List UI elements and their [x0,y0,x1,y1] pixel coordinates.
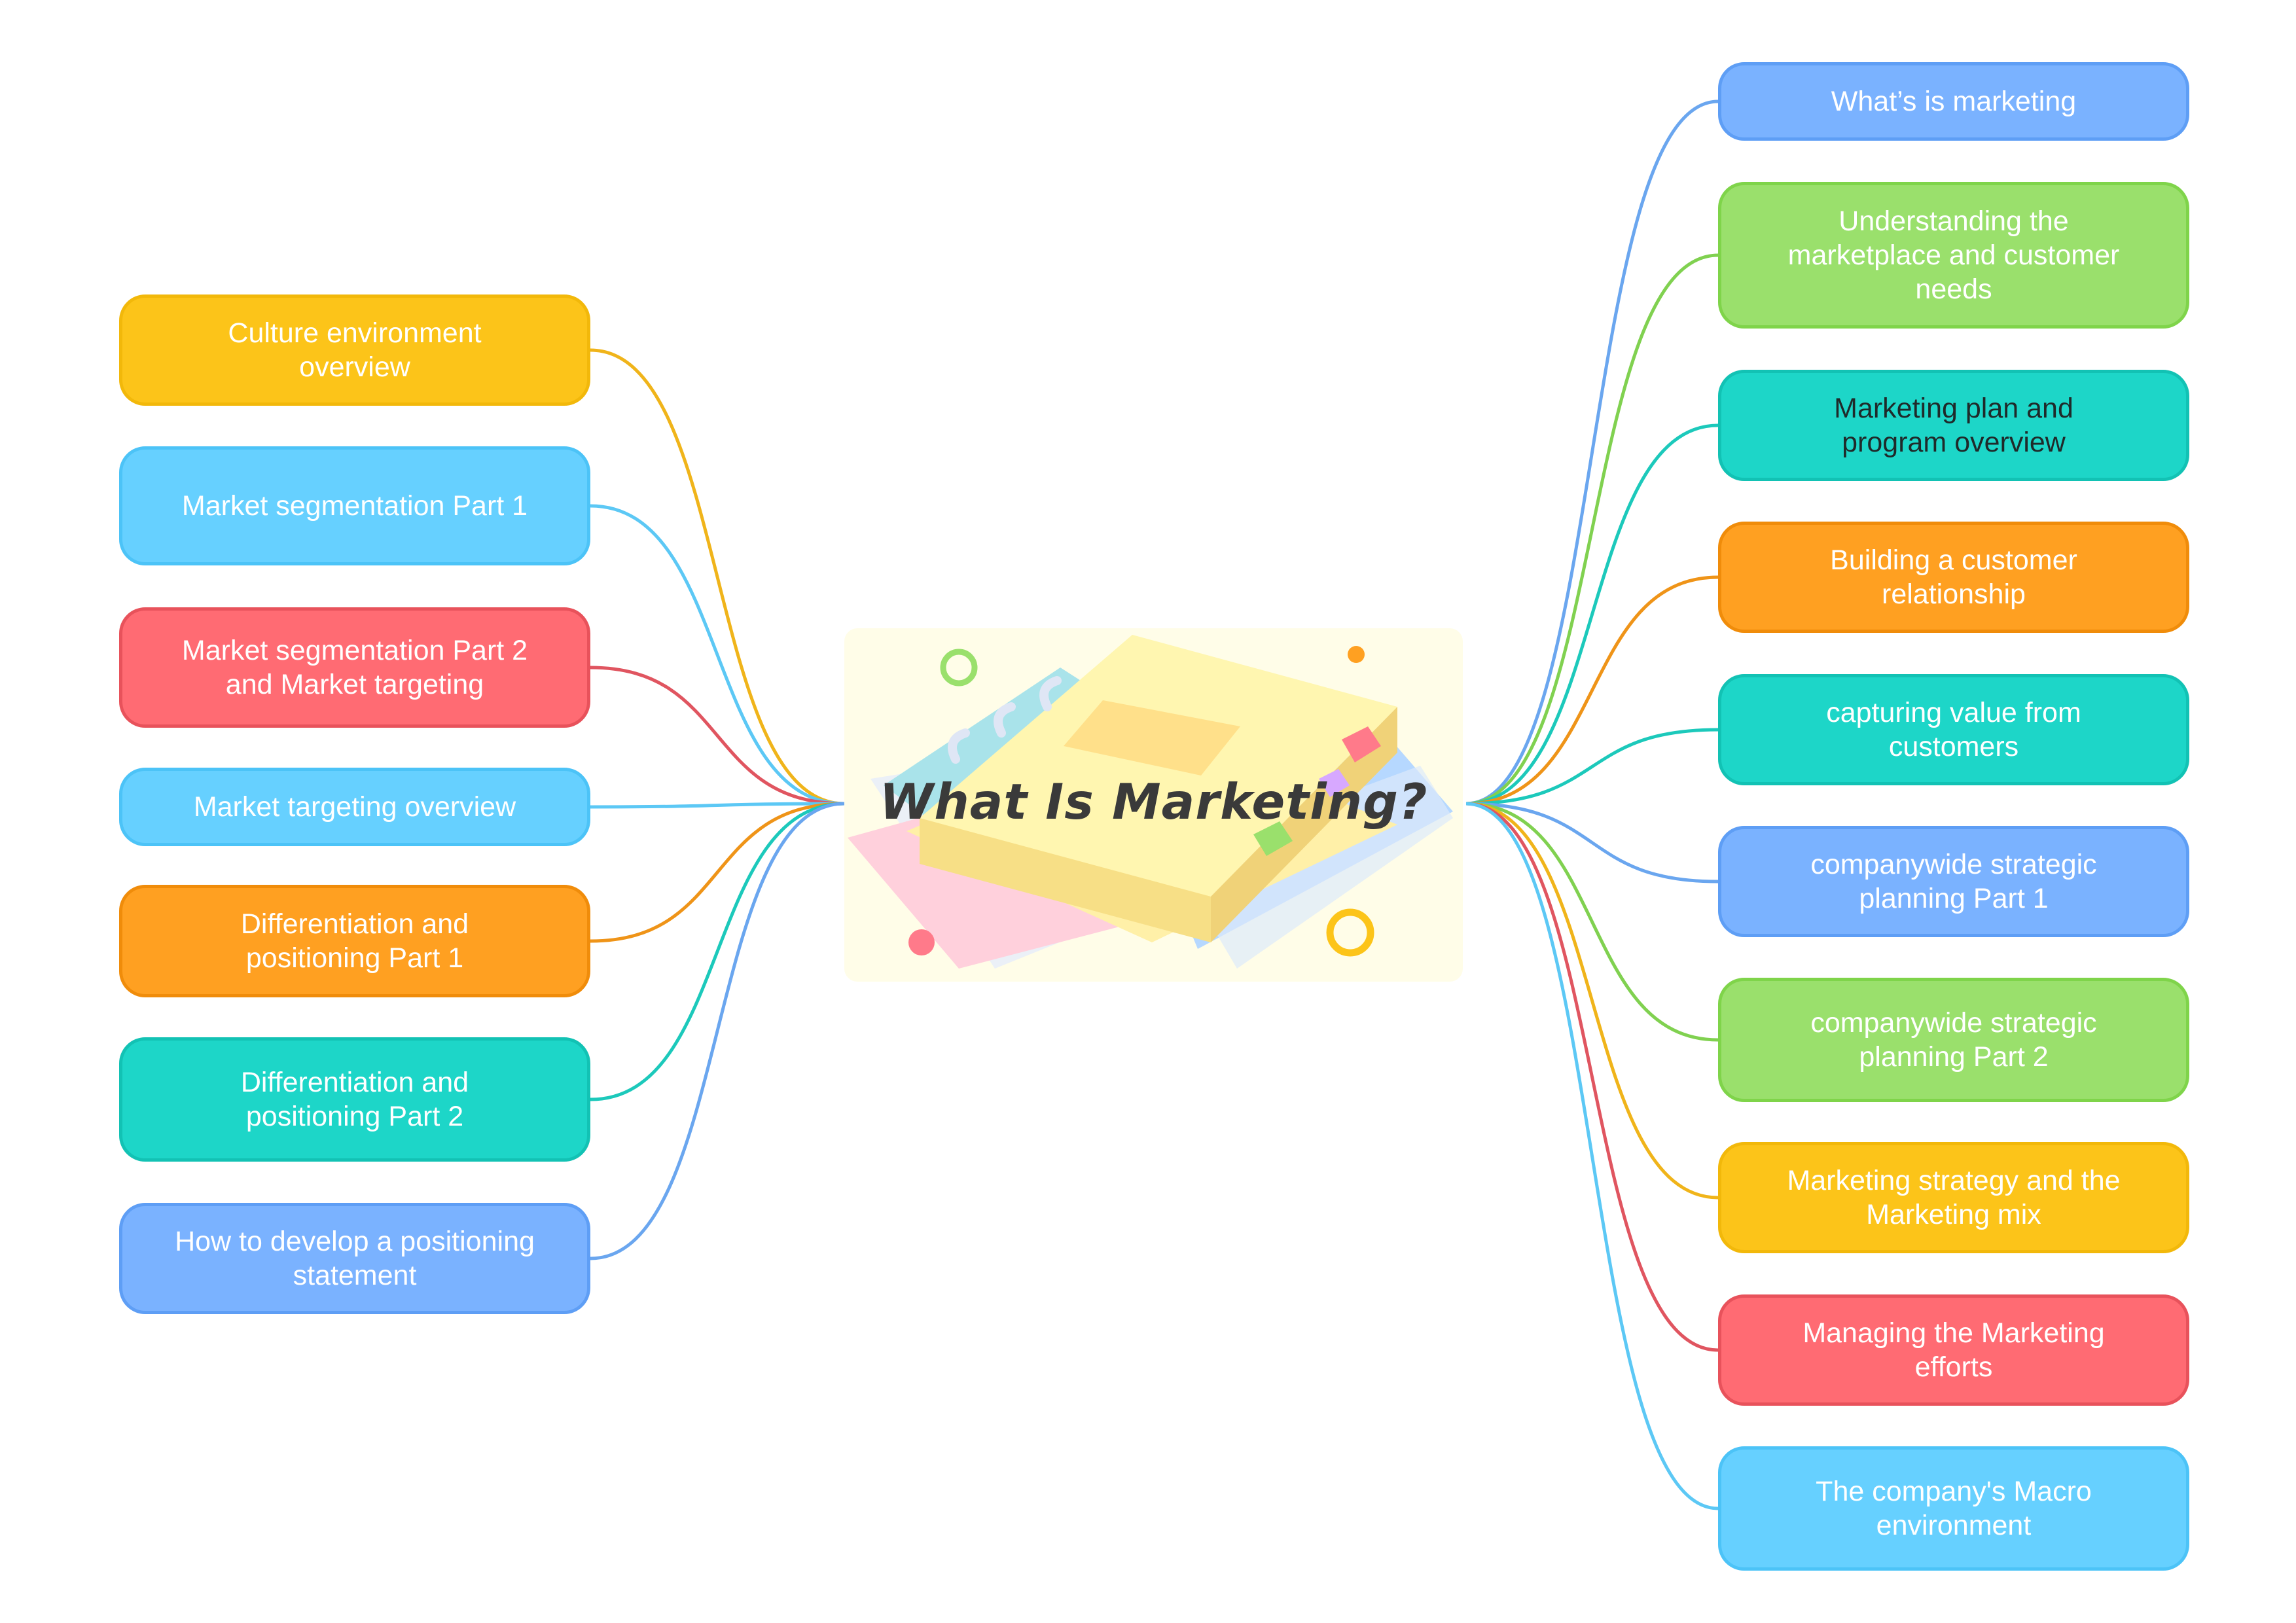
left-topic-label: Market targeting overview [193,791,516,823]
right-topic-1[interactable]: What’s is marketing [1718,62,2189,141]
right-topic-label: Marketing strategy and the Marketing mix [1787,1165,2121,1230]
right-topic-label: Managing the Marketing efforts [1803,1317,2105,1383]
notebook-illustration [848,635,1453,969]
right-topic-label: Building a customer relationship [1830,544,2077,610]
left-topic-4[interactable]: Market targeting overview [119,768,590,846]
right-connector-6 [1465,802,1719,883]
left-connector-6 [590,802,845,1101]
right-connector-2 [1465,253,1719,806]
left-topic-1[interactable]: Culture environment overview [119,294,590,406]
left-topic-7[interactable]: How to develop a positioning statement [119,1203,590,1314]
right-topic-label: capturing value from customers [1826,697,2081,762]
left-topic-6[interactable]: Differentiation and positioning Part 2 [119,1037,590,1162]
right-topic-9[interactable]: Managing the Marketing efforts [1718,1294,2189,1406]
right-connector-8 [1465,802,1719,1200]
right-topic-label: companywide strategic planning Part 2 [1810,1007,2097,1073]
right-topic-3[interactable]: Marketing plan and program overview [1718,370,2189,481]
right-topic-4[interactable]: Building a customer relationship [1718,522,2189,633]
left-topic-label: Culture environment overview [228,317,482,383]
right-connector-1 [1465,99,1719,806]
left-topic-label: Market segmentation Part 1 [181,490,528,522]
right-topic-label: Marketing plan and program overview [1834,393,2073,458]
right-topic-label: The company's Macro environment [1816,1476,2092,1541]
right-connector-7 [1465,802,1719,1042]
central-topic-illustration [844,628,1463,982]
right-topic-label: companywide strategic planning Part 1 [1810,849,2097,914]
right-connector-5 [1465,728,1719,806]
right-topic-6[interactable]: companywide strategic planning Part 1 [1718,826,2189,937]
right-connector-3 [1465,423,1719,806]
right-topic-label: Understanding the marketplace and custom… [1787,205,2120,305]
right-topic-2[interactable]: Understanding the marketplace and custom… [1718,182,2189,329]
left-topic-3[interactable]: Market segmentation Part 2 and Market ta… [119,607,590,728]
left-connector-3 [590,666,845,806]
left-topic-5[interactable]: Differentiation and positioning Part 1 [119,885,590,997]
left-connector-7 [590,802,845,1260]
left-connector-5 [590,802,845,943]
left-topic-label: Market segmentation Part 2 and Market ta… [181,635,528,700]
left-topic-label: Differentiation and positioning Part 1 [240,908,469,974]
right-topic-10[interactable]: The company's Macro environment [1718,1446,2189,1571]
left-connector-1 [590,348,845,806]
right-connector-4 [1465,575,1719,806]
right-topic-5[interactable]: capturing value from customers [1718,674,2189,785]
central-topic-title[interactable]: What Is Marketing? [879,773,1428,830]
right-topic-8[interactable]: Marketing strategy and the Marketing mix [1718,1142,2189,1253]
right-connector-9 [1465,802,1719,1352]
left-connector-4 [590,802,845,809]
right-topic-label: What’s is marketing [1831,86,2077,117]
left-topic-label: How to develop a positioning statement [175,1226,535,1291]
left-connector-2 [590,504,845,806]
right-connector-10 [1465,802,1719,1510]
left-topic-2[interactable]: Market segmentation Part 1 [119,446,590,565]
left-topic-label: Differentiation and positioning Part 2 [240,1067,469,1132]
right-topic-7[interactable]: companywide strategic planning Part 2 [1718,978,2189,1102]
